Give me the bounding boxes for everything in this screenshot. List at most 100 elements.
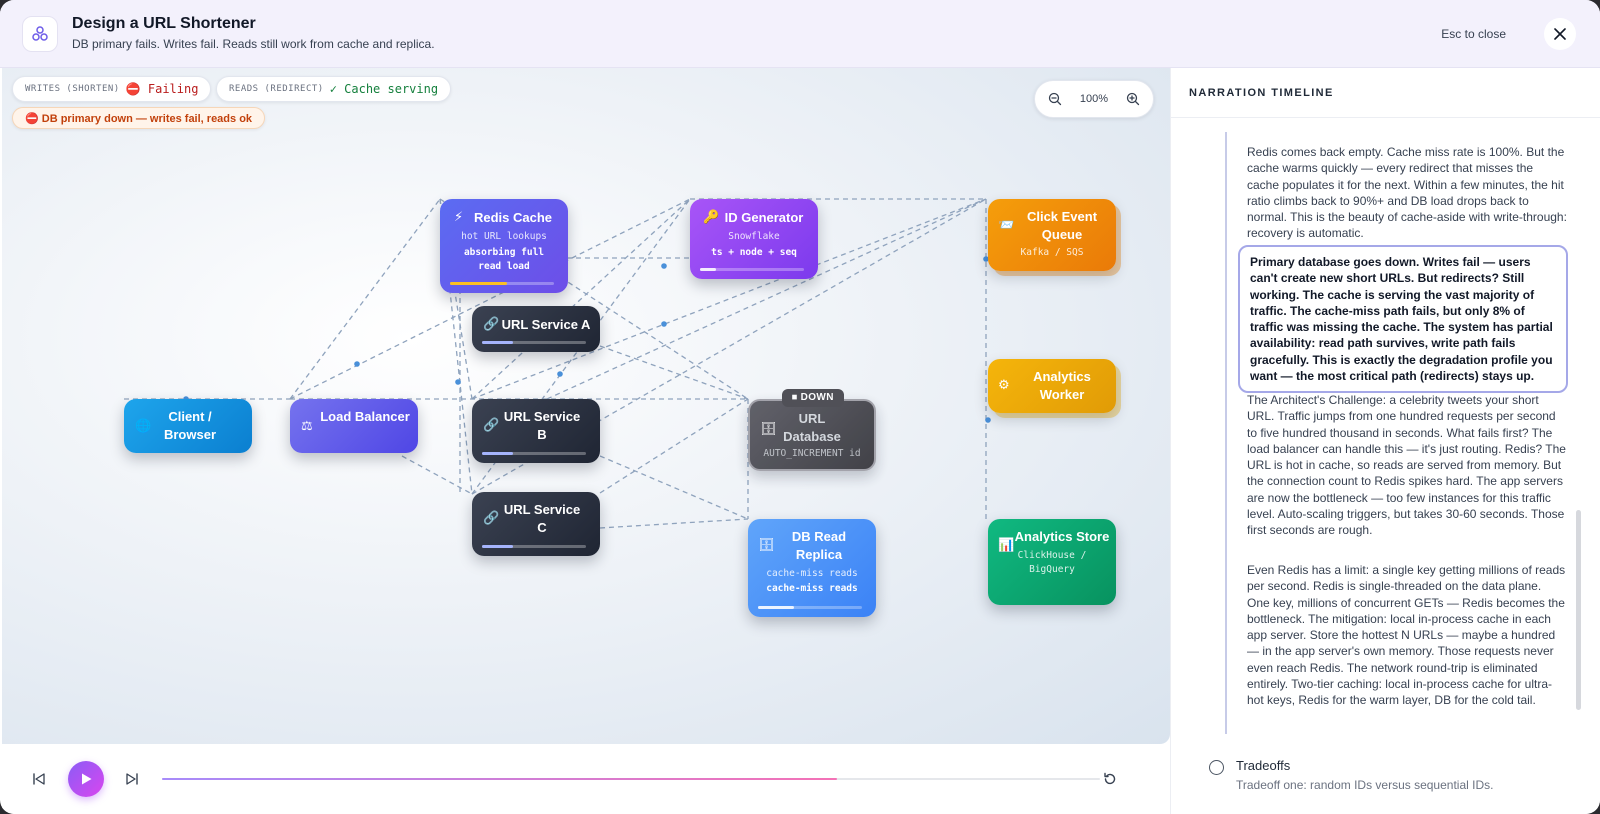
app-logo-icon bbox=[22, 16, 58, 52]
close-button[interactable] bbox=[1544, 18, 1576, 50]
node-redis-load-bar bbox=[450, 282, 554, 285]
zoom-control: 100% bbox=[1034, 80, 1154, 118]
zoom-out-icon bbox=[1048, 92, 1062, 106]
node-replica-sub: cache-miss reads bbox=[766, 568, 858, 579]
node-click-event-queue[interactable]: 📨 Click Event Queue Kafka / SQS bbox=[988, 199, 1116, 271]
node-store-sub: ClickHouse / BigQuery bbox=[1017, 550, 1087, 575]
node-svcB-title: URL Service B bbox=[503, 409, 581, 442]
panel-scrollbar[interactable] bbox=[1576, 510, 1581, 710]
progress-fill bbox=[162, 778, 838, 780]
node-lb-title: Load Balancer bbox=[320, 409, 410, 424]
narration-paragraph[interactable]: Redis comes back empty. Cache miss rate … bbox=[1247, 145, 1567, 241]
gear-icon: ⚙ bbox=[998, 377, 1010, 392]
node-svcA-load-bar bbox=[482, 341, 586, 344]
node-queue-title: Click Event Queue bbox=[1026, 209, 1098, 242]
skip-back-icon bbox=[33, 773, 45, 785]
db-down-alert: ⛔ DB primary down — writes fail, reads o… bbox=[12, 107, 266, 129]
narration-title: NARRATION TIMELINE bbox=[1171, 68, 1600, 118]
header: Design a URL Shortener DB primary fails.… bbox=[0, 0, 1600, 68]
timeline-line bbox=[1225, 132, 1227, 734]
node-idgen-load-fill bbox=[700, 268, 716, 271]
node-url-service-a[interactable]: 🔗 URL Service A bbox=[472, 306, 600, 352]
writes-status-chip: WRITES (SHORTEN) ⛔ Failing bbox=[12, 76, 212, 102]
close-icon bbox=[1554, 28, 1566, 40]
node-redis-cache[interactable]: ⚡ Redis Cache hot URL lookups absorbing … bbox=[440, 199, 568, 293]
node-worker-title: Analytics Worker bbox=[1033, 369, 1091, 402]
playback-bar bbox=[2, 744, 1170, 814]
node-replica-load-bar bbox=[758, 606, 862, 609]
restart-icon bbox=[1104, 772, 1116, 785]
node-svcB-load-bar bbox=[482, 452, 586, 455]
link-icon: 🔗 bbox=[483, 417, 500, 432]
page-title: Design a URL Shortener bbox=[72, 15, 256, 32]
skip-forward-button[interactable] bbox=[122, 769, 142, 789]
node-replica-load-fill bbox=[758, 606, 795, 609]
reads-status-value: ✓ Cache serving bbox=[329, 82, 439, 96]
node-db-sub: AUTO_INCREMENT id bbox=[763, 448, 861, 459]
node-client[interactable]: 🌐 Client / Browser bbox=[124, 399, 252, 453]
zoom-in-button[interactable] bbox=[1125, 91, 1141, 107]
progress-track[interactable] bbox=[162, 778, 1100, 780]
zoom-in-icon bbox=[1126, 92, 1140, 106]
node-svcC-load-bar bbox=[482, 545, 586, 548]
writes-status-value: ⛔ Failing bbox=[125, 82, 199, 96]
node-replica-title: DB Read Replica bbox=[791, 529, 847, 562]
node-redis-load-fill bbox=[450, 282, 508, 285]
node-idgen-sub: Snowflake bbox=[728, 231, 780, 242]
node-url-service-b[interactable]: 🔗 URL Service B bbox=[472, 399, 600, 463]
reads-status-label: READS (REDIRECT) bbox=[229, 84, 324, 94]
zoom-level: 100% bbox=[1079, 93, 1109, 105]
narration-panel: NARRATION TIMELINE Redis comes back empt… bbox=[1170, 68, 1600, 814]
node-svcC-load-fill bbox=[482, 545, 514, 548]
node-url-service-c[interactable]: 🔗 URL Service C bbox=[472, 492, 600, 556]
node-queue-sub: Kafka / SQS bbox=[1020, 247, 1084, 258]
lightning-icon: ⚡ bbox=[454, 209, 464, 224]
esc-hint: Esc to close bbox=[1441, 27, 1506, 41]
skip-forward-icon bbox=[126, 773, 138, 785]
node-store-title: Analytics Store bbox=[1014, 529, 1110, 544]
play-button[interactable] bbox=[68, 761, 104, 797]
node-redis-sub: hot URL lookups bbox=[461, 231, 547, 242]
scale-icon: ⚖ bbox=[301, 418, 313, 433]
page-subtitle: DB primary fails. Writes fail. Reads sti… bbox=[72, 37, 435, 51]
node-id-generator[interactable]: 🔑 ID Generator Snowflake ts + node + seq bbox=[690, 199, 818, 279]
node-db-read-replica[interactable]: 🗄 DB Read Replica cache-miss reads cache… bbox=[748, 519, 876, 617]
database-icon: 🗄 bbox=[758, 537, 775, 552]
node-replica-stat: cache-miss reads bbox=[766, 583, 858, 594]
link-icon: 🔗 bbox=[483, 316, 500, 331]
node-svcA-title: URL Service A bbox=[501, 317, 591, 332]
node-redis-title: Redis Cache bbox=[473, 210, 553, 225]
database-icon: 🗄 bbox=[760, 421, 777, 436]
writes-status-label: WRITES (SHORTEN) bbox=[25, 84, 120, 94]
reads-status-chip: READS (REDIRECT) ✓ Cache serving bbox=[216, 76, 452, 102]
node-analytics-worker[interactable]: ⚙ Analytics Worker bbox=[988, 359, 1116, 413]
narration-paragraph-active[interactable]: Primary database goes down. Writes fail … bbox=[1238, 245, 1568, 394]
node-redis-stat: absorbing full read load bbox=[463, 247, 545, 272]
node-client-title: Client / Browser bbox=[163, 409, 217, 442]
inbox-icon: 📨 bbox=[998, 217, 1015, 232]
node-load-balancer[interactable]: ⚖ Load Balancer bbox=[290, 399, 418, 453]
node-idgen-stat: ts + node + seq bbox=[711, 247, 797, 258]
node-idgen-title: ID Generator bbox=[724, 210, 804, 225]
diagram-canvas[interactable]: WRITES (SHORTEN) ⛔ Failing READS (REDIRE… bbox=[2, 68, 1170, 744]
node-svcA-load-fill bbox=[482, 341, 514, 344]
narration-paragraph[interactable]: The Architect's Challenge: a celebrity t… bbox=[1247, 393, 1566, 538]
narration-paragraph[interactable]: Even Redis has a limit: a single key get… bbox=[1247, 563, 1566, 708]
node-url-database[interactable]: ⏹ DOWN 🗄 URL Database AUTO_INCREMENT id bbox=[748, 389, 876, 471]
down-badge: ⏹ DOWN bbox=[782, 389, 844, 407]
globe-icon: 🌐 bbox=[135, 418, 152, 433]
db-down-alert-text: ⛔ DB primary down — writes fail, reads o… bbox=[25, 112, 253, 125]
node-svcB-load-fill bbox=[482, 452, 514, 455]
play-icon bbox=[82, 773, 92, 785]
node-idgen-load-bar bbox=[700, 268, 804, 271]
restart-button[interactable] bbox=[1100, 769, 1120, 789]
skip-back-button[interactable] bbox=[29, 769, 49, 789]
step-radio-icon[interactable] bbox=[1209, 760, 1224, 775]
node-db-title: URL Database bbox=[783, 411, 841, 444]
node-analytics-store[interactable]: 📊 Analytics Store ClickHouse / BigQuery bbox=[988, 519, 1116, 605]
zoom-out-button[interactable] bbox=[1047, 91, 1063, 107]
step-title[interactable]: Tradeoffs bbox=[1236, 758, 1291, 773]
bar-chart-icon: 📊 bbox=[998, 537, 1015, 552]
node-svcC-title: URL Service C bbox=[503, 502, 581, 535]
